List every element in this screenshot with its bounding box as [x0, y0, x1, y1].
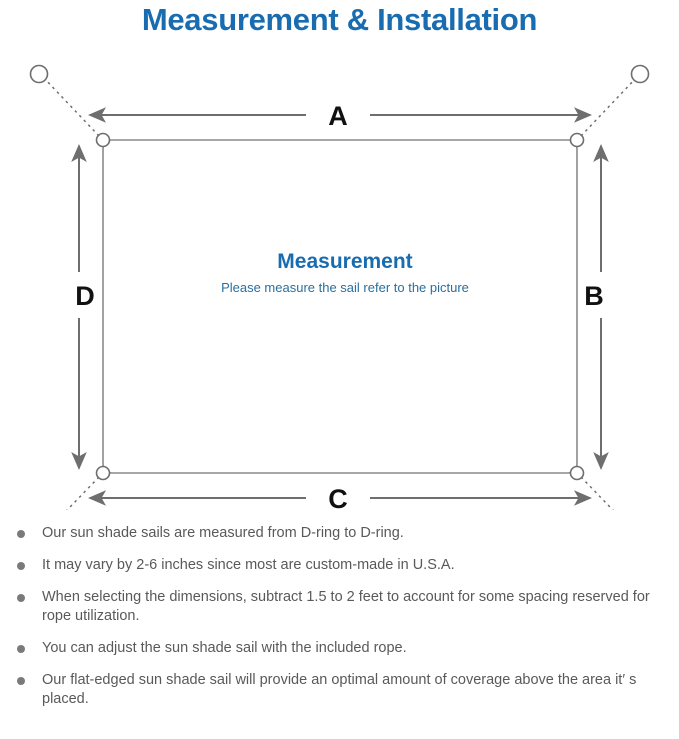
d-ring-icon-bottom-right: [569, 465, 585, 481]
dotted-rope-line-top-right: [580, 77, 637, 137]
bullet-icon: [17, 530, 25, 538]
page-title: Measurement & Installation: [141, 2, 538, 37]
list-item: It may vary by 2-6 inches since most are…: [14, 556, 665, 575]
measurement-diagram: A C D B Measurement Please measure the s…: [0, 50, 679, 510]
bullet-icon: [17, 562, 25, 570]
note-text: Our sun shade sails are measured from D-…: [42, 525, 404, 541]
d-ring-icon-top-left: [95, 132, 111, 148]
dotted-rope-line-top-left: [43, 77, 100, 137]
dotted-rope-line-bottom-right: [580, 476, 614, 510]
dimension-label-top: A: [328, 101, 348, 131]
bullet-icon: [17, 594, 25, 602]
note-text: Our flat-edged sun shade sail will provi…: [42, 672, 637, 707]
sail-center-subheading: Please measure the sail refer to the pic…: [221, 280, 469, 295]
list-item: Our flat-edged sun shade sail will provi…: [14, 671, 665, 709]
dimension-label-bottom: C: [328, 484, 348, 510]
d-ring-icon-bottom-left: [95, 465, 111, 481]
anchor-ring-icon-top-left: [29, 64, 49, 84]
dimension-label-left: D: [75, 281, 95, 311]
d-ring-icon-top-right: [569, 132, 585, 148]
notes-list: Our sun shade sails are measured from D-…: [0, 524, 679, 722]
list-item: You can adjust the sun shade sail with t…: [14, 639, 665, 658]
bullet-icon: [17, 677, 25, 685]
note-text: It may vary by 2-6 inches since most are…: [42, 557, 455, 573]
list-item: When selecting the dimensions, subtract …: [14, 588, 665, 626]
bullet-icon: [17, 645, 25, 653]
note-text: When selecting the dimensions, subtract …: [42, 589, 650, 624]
sail-body: [102, 139, 578, 474]
note-text: You can adjust the sun shade sail with t…: [42, 640, 407, 656]
dimension-label-right: B: [584, 281, 604, 311]
anchor-ring-icon-top-right: [630, 64, 650, 84]
list-item: Our sun shade sails are measured from D-…: [14, 524, 665, 543]
dotted-rope-line-bottom-left: [66, 476, 100, 510]
sail-center-heading: Measurement: [277, 250, 412, 273]
